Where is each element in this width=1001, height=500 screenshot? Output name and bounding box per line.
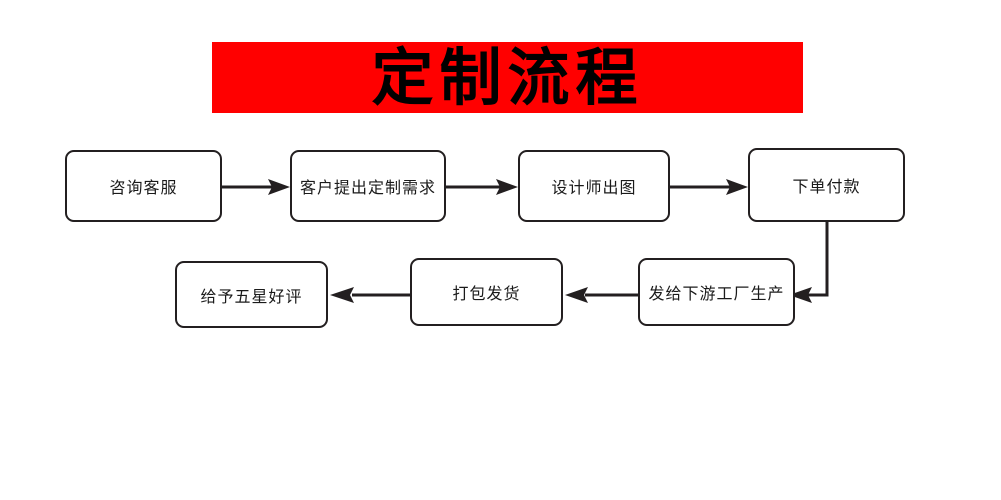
arrow-factory-to-pack — [563, 284, 638, 306]
flow-node-pack-ship[interactable]: 打包发货 — [410, 258, 563, 326]
flow-node-five-star-review[interactable]: 给予五星好评 — [175, 261, 328, 328]
arrow-order-to-factory — [780, 220, 840, 310]
arrow-designer-to-order — [670, 176, 750, 198]
title-banner: 定制流程 — [212, 42, 803, 113]
flow-node-consult-service[interactable]: 咨询客服 — [65, 150, 222, 222]
arrow-consult-to-request — [222, 176, 292, 198]
page-title: 定制流程 — [371, 40, 644, 114]
flow-node-designer-drawing[interactable]: 设计师出图 — [518, 150, 670, 222]
arrow-pack-to-review — [328, 284, 410, 306]
arrow-request-to-designer — [446, 176, 520, 198]
flow-node-order-payment[interactable]: 下单付款 — [748, 148, 905, 222]
flow-node-customer-request[interactable]: 客户提出定制需求 — [290, 150, 446, 222]
flow-node-send-to-factory[interactable]: 发给下游工厂生产 — [638, 258, 795, 326]
